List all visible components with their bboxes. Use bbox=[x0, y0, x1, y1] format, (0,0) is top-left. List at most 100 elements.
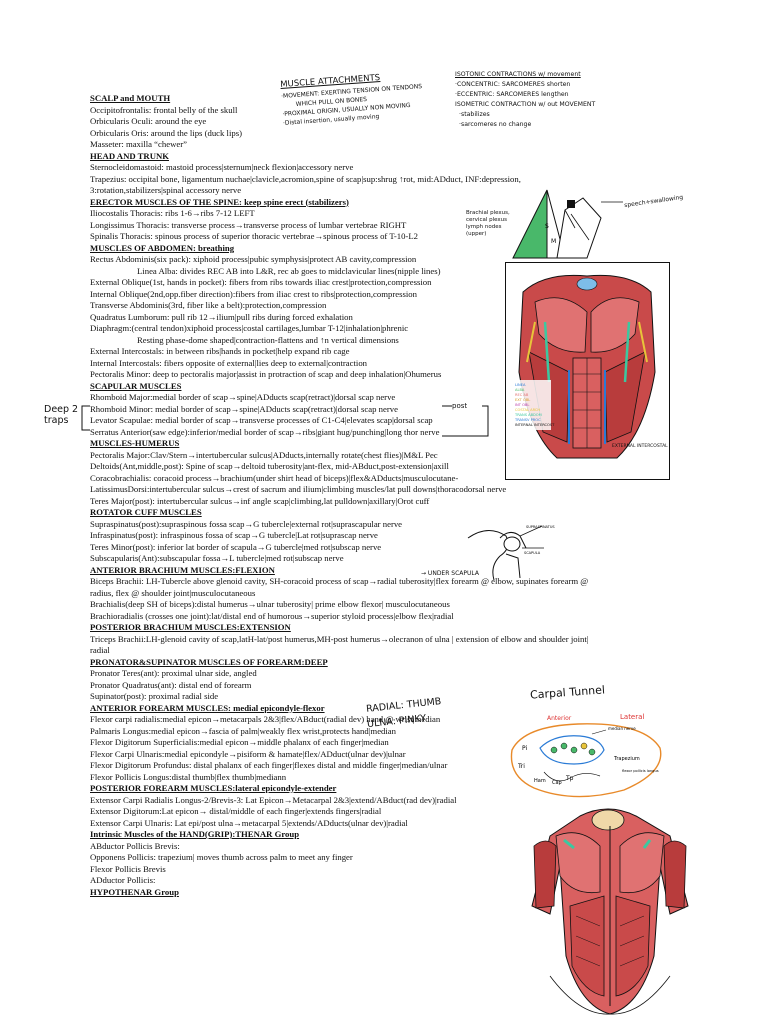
note-line: Linea Alba: divides REC AB into L&R, rec… bbox=[137, 265, 441, 276]
note-line: Occipitofrontalis: frontal belly of the … bbox=[90, 104, 238, 115]
note-line: External Intercostals: in between ribs|h… bbox=[90, 346, 350, 356]
note-line: Triceps Brachii:LH-glenoid cavity of sca… bbox=[90, 633, 589, 644]
torso-muscle-diagram: LINEA ALBA REC AB EXT OBL INT OBL COSTAL… bbox=[505, 262, 670, 480]
under-scapula-note: → UNDER SCAPULA bbox=[421, 570, 479, 577]
svg-text:M: M bbox=[551, 238, 556, 245]
note-line: Flexor Digitorum Superficialis:medial ep… bbox=[90, 737, 389, 747]
note-line: Sternocleidomastoid: mastoid process|ste… bbox=[90, 162, 354, 172]
section-heading: MUSCLES OF ABDOMEN: breathing bbox=[90, 242, 235, 253]
note-line: Supraspinatus(post):supraspinous fossa s… bbox=[90, 518, 403, 529]
iso-line-1: ISOTONIC CONTRACTIONS w/ movement bbox=[455, 71, 581, 78]
section-heading: MUSCLES-HUMERUS bbox=[90, 438, 180, 448]
svg-text:Pi: Pi bbox=[522, 745, 527, 752]
note-line: Flexor carpi radialis:medial epicon→meta… bbox=[90, 714, 441, 724]
note-line: Rectus Abdominis(six pack): xiphoid proc… bbox=[90, 254, 417, 264]
note-line: Levator Scapulae: medial border of scap→… bbox=[90, 415, 433, 425]
note-line: ABductor Pollicis Brevis: bbox=[90, 840, 180, 851]
svg-text:INTERNAL INTERCOST: INTERNAL INTERCOST bbox=[515, 423, 555, 427]
note-line: Diaphragm:(central tendon)xiphoid proces… bbox=[90, 323, 409, 333]
note-line: Supinator(post): proximal radial side bbox=[90, 691, 219, 701]
note-line: Spinalis Thoracis: spinous process of su… bbox=[90, 231, 418, 241]
iso-line-3: ·ECCENTRIC: SARCOMERES lengthen bbox=[455, 91, 569, 98]
svg-text:TRANSV PROC: TRANSV PROC bbox=[514, 418, 541, 422]
iso-line-2: ·CONCENTRIC: SARCOMERES shorten bbox=[455, 81, 571, 88]
section-heading: SCAPULAR MUSCLES bbox=[90, 380, 182, 391]
note-line: External Oblique(1st, hands in pocket): … bbox=[90, 277, 432, 287]
section-heading: ANTERIOR FOREARM MUSCLES: medial epicond… bbox=[90, 702, 325, 713]
iso-line-5: ·stabilizes bbox=[459, 111, 490, 118]
section-heading: ROTATOR CUFF MUSCLES bbox=[90, 507, 202, 517]
note-line: Teres Major(post): intertubercular sulcu… bbox=[90, 495, 430, 506]
section-heading: ERECTOR MUSCLES OF THE SPINE: keep spine… bbox=[90, 196, 349, 207]
note-line: Flexor Pollicis Brevis bbox=[90, 863, 166, 874]
svg-text:S: S bbox=[545, 223, 549, 230]
lateral-label: Lateral bbox=[620, 713, 645, 721]
brachial-plexus-note: Brachial plexus, cervical plexus lymph n… bbox=[466, 210, 510, 237]
note-line: radial bbox=[90, 645, 110, 655]
svg-text:EXT OBL: EXT OBL bbox=[515, 398, 530, 402]
deep-traps-note: Deep 2 traps bbox=[44, 404, 79, 426]
note-line: Pectoralis Major:Clav/Stern→intertubercu… bbox=[90, 449, 438, 460]
svg-text:Ham: Ham bbox=[534, 778, 546, 784]
svg-text:SUPRASPINATUS: SUPRASPINATUS bbox=[526, 525, 555, 529]
note-line: Brachioradialis (crosses one joint):lat/… bbox=[90, 610, 454, 621]
note-line: Brachialis(deep SH of biceps):distal hum… bbox=[90, 599, 450, 609]
note-line: Iliocostalis Thoracis: ribs 1-6→ribs 7-1… bbox=[90, 208, 255, 218]
note-line: Subscapularis(Ant):subscapular fossa→L t… bbox=[90, 553, 344, 563]
note-line: Extensor Carpi Radialis Longus-2/Brevis-… bbox=[90, 794, 457, 805]
note-line: Rhomboid Minor: medial border of scap→sp… bbox=[90, 403, 398, 414]
note-line: Orbicularis Oculi: around the eye bbox=[90, 116, 207, 126]
note-line: Flexor Pollicis Longus:distal thumb|flex… bbox=[90, 771, 287, 782]
note-line: Flexor Digitorum Profundus: distal phala… bbox=[90, 760, 448, 770]
note-line: ADductor Pollicis: bbox=[90, 875, 156, 885]
note-line: Serratus Anterior(saw edge):inferior/med… bbox=[90, 426, 440, 437]
note-line: Deltoids(Ant,middle,post): Spine of scap… bbox=[90, 461, 449, 471]
rotator-cuff-sketch: SUPRASPINATUS SCAPULA bbox=[467, 525, 555, 581]
note-line: Longissimus Thoracis: transverse process… bbox=[90, 219, 407, 230]
anterior-label: Anterior bbox=[547, 715, 572, 722]
svg-text:Tri: Tri bbox=[517, 763, 525, 770]
muscle-attachments-note: MUSCLE ATTACHMENTS ·MOVEMENT: EXERTING T… bbox=[280, 70, 424, 128]
svg-text:SCAPULA: SCAPULA bbox=[524, 551, 541, 555]
note-line: 3:rotation,stabilizers|spinal accessory … bbox=[90, 185, 242, 195]
note-line: radius, flex @ shoulder joint|musculocut… bbox=[90, 587, 256, 598]
note-line: Pronator Teres(ant): proximal ulnar side… bbox=[90, 668, 257, 678]
section-heading: Intrinsic Muscles of the HAND(GRIP):THEN… bbox=[90, 829, 300, 839]
svg-text:LINEA: LINEA bbox=[515, 383, 526, 387]
note-line: Flexor Carpi Ulnaris:medial epicondyle→p… bbox=[90, 748, 406, 759]
section-heading: ANTERIOR BRACHIUM MUSCLES:FLEXION bbox=[90, 564, 275, 575]
svg-text:COSTAL ARCH: COSTAL ARCH bbox=[515, 408, 540, 412]
note-line: Trapezius: occipital bone, ligamentum nu… bbox=[90, 173, 521, 184]
svg-text:TRANS ABDOM: TRANS ABDOM bbox=[514, 413, 542, 417]
svg-text:Trapezium: Trapezium bbox=[613, 756, 640, 762]
note-line: Infraspinatus(post): infraspinous fossa … bbox=[90, 530, 378, 540]
section-heading: HYPOTHENAR Group bbox=[90, 886, 179, 897]
note-line: Extensor Carpi Ulnaris: Lat epi/post uln… bbox=[90, 817, 408, 828]
svg-text:median nerve: median nerve bbox=[608, 726, 636, 731]
section-heading: HEAD AND TRUNK bbox=[90, 150, 170, 161]
svg-text:REC AB: REC AB bbox=[515, 393, 529, 397]
svg-text:Cap: Cap bbox=[552, 780, 562, 786]
iso-line-6: ·sarcomeres no change bbox=[459, 121, 532, 128]
section-heading: SCALP and MOUTH bbox=[90, 93, 171, 103]
note-line: LatissimusDorsi:intertubercular sulcus→c… bbox=[90, 484, 507, 494]
section-heading: POSTERIOR FOREARM MUSCLES:lateral epicon… bbox=[90, 783, 337, 793]
note-line: Pronator Quadratus(ant): distal end of f… bbox=[90, 679, 252, 690]
note-line: Coracobrachialis: coracoid process→brach… bbox=[90, 472, 459, 483]
note-line: Palmaris Longus:medial epicon→fascia of … bbox=[90, 725, 397, 736]
note-line: Orbicularis Oris: around the lips (duck … bbox=[90, 127, 243, 138]
iso-line-4: ISOMETRIC CONTRACTION w/ out MOVEMENT bbox=[455, 101, 596, 108]
note-line: Rhomboid Major:medial border of scap→spi… bbox=[90, 392, 396, 402]
section-heading: PRONATOR&SUPINATOR MUSCLES OF FOREARM:DE… bbox=[90, 656, 328, 667]
isotonic-note: ISOTONIC CONTRACTIONS w/ movement ·CONCE… bbox=[455, 70, 595, 130]
note-line: Biceps Brachii: LH-Tubercle above glenoi… bbox=[90, 576, 589, 586]
note-line: Masseter: maxilla “chewer” bbox=[90, 139, 187, 149]
note-line: Teres Minor(post): inferior lat border o… bbox=[90, 541, 382, 552]
svg-text:ALBA: ALBA bbox=[515, 388, 525, 392]
note-line: Internal Intercostals: fibers opposite o… bbox=[90, 357, 368, 368]
back-muscle-diagram bbox=[531, 808, 689, 1015]
svg-text:flexor pollicis longus: flexor pollicis longus bbox=[622, 769, 659, 773]
carpal-tunnel-diagram: Pi Tri Ham Cap Tp Trapezium median nerve… bbox=[510, 723, 662, 798]
note-line: Pectoralis Minor: deep to pectoralis maj… bbox=[90, 369, 442, 379]
